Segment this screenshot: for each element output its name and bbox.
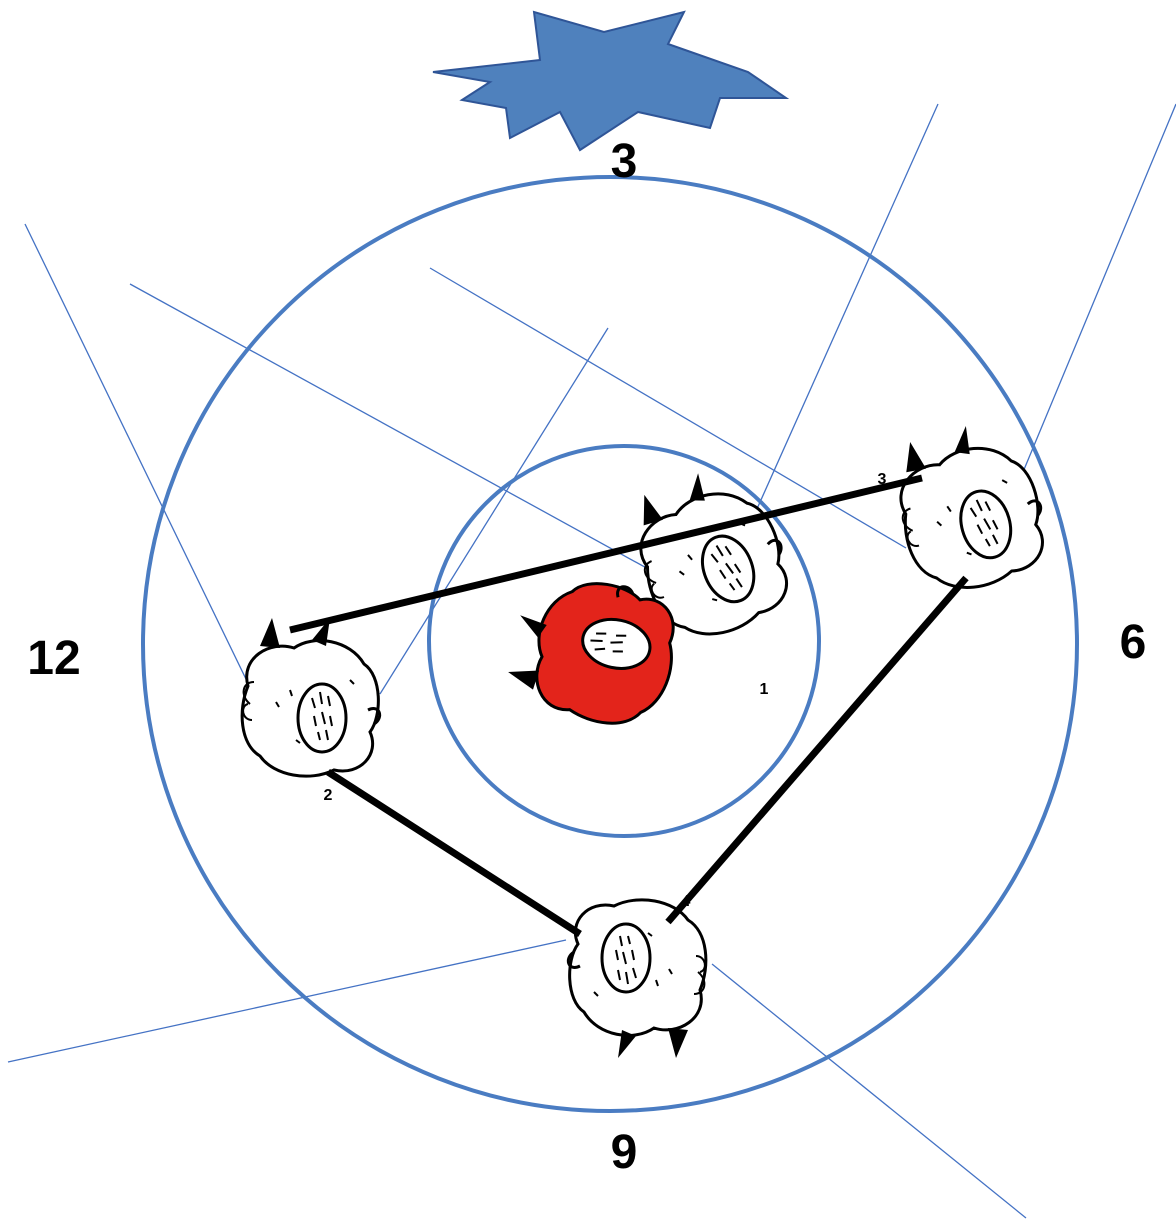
sight-line bbox=[24, 223, 263, 713]
highlighted-creature-icon bbox=[508, 582, 675, 725]
movement-path bbox=[289, 474, 969, 937]
sight-line bbox=[751, 103, 939, 521]
clock-label-top: 3 bbox=[611, 135, 638, 188]
outer-ring bbox=[141, 175, 1079, 1113]
path-segment bbox=[326, 769, 582, 937]
target-rings bbox=[141, 175, 1079, 1113]
sight-line bbox=[711, 963, 1027, 1219]
position-label-top-right: 3 bbox=[878, 471, 887, 488]
position-label-bottom: 4 bbox=[682, 893, 691, 910]
sight-line bbox=[7, 939, 567, 1063]
clock-label-left: 12 bbox=[27, 632, 80, 685]
position-label-left: 2 bbox=[324, 787, 333, 804]
sight-line bbox=[1017, 103, 1176, 485]
sight-lines bbox=[7, 103, 1176, 1219]
creature-icon bbox=[566, 898, 708, 1060]
sight-line bbox=[379, 327, 609, 695]
clock-label-bottom: 9 bbox=[611, 1126, 638, 1179]
position-label-center: 1 bbox=[760, 681, 769, 698]
inner-ring bbox=[427, 444, 821, 838]
path-segment bbox=[665, 575, 969, 925]
path-segment bbox=[289, 474, 923, 634]
creature-icon bbox=[240, 616, 382, 778]
sight-line bbox=[129, 283, 673, 583]
star-burst-icon bbox=[432, 10, 790, 152]
clock-label-right: 6 bbox=[1120, 616, 1147, 669]
sight-line bbox=[429, 267, 907, 549]
